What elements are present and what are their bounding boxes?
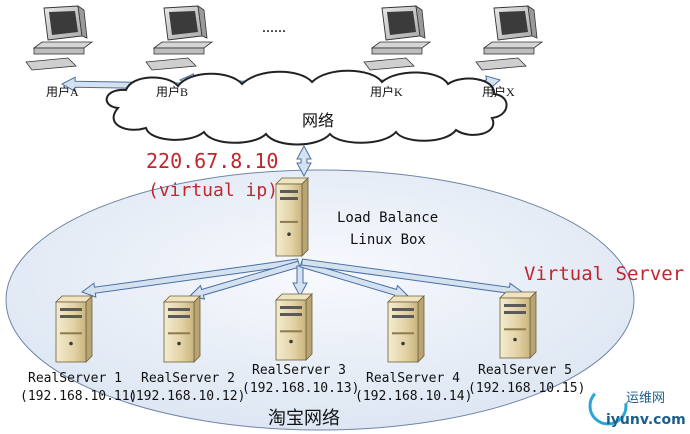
real-server-name: RealServer 5: [478, 363, 572, 378]
arrow-lb-server-3: [292, 265, 308, 298]
load-balancer-server-icon: [275, 177, 309, 257]
desktop-computer-icon: [363, 5, 432, 71]
real-server-1: RealServer 1 (192.168.10.11): [20, 295, 137, 404]
user-label: 用户X: [482, 84, 515, 99]
real-server-name: RealServer 3: [252, 363, 346, 378]
server-tower-icon: [55, 295, 93, 363]
real-server-ip: (192.168.10.13): [242, 381, 359, 396]
real-server-ip: (192.168.10.14): [355, 389, 472, 404]
real-server-4: RealServer 4 (192.168.10.14): [355, 295, 472, 404]
virtual-server-label: Virtual Server: [524, 263, 684, 285]
watermark-logo: 运维网 iyunv.com: [588, 386, 686, 428]
real-server-ip: (192.168.10.15): [468, 381, 585, 396]
real-server-5: RealServer 5 (192.168.10.15): [468, 291, 585, 396]
cluster-ellipse: [5, 169, 635, 431]
desktop-computer-icon: [475, 5, 544, 71]
user-label: 用户K: [370, 84, 403, 99]
arrow-cloud-lb: [296, 144, 312, 178]
desktop-computer-icon: [145, 5, 214, 71]
real-server-3: RealServer 3 (192.168.10.13): [242, 293, 359, 396]
user-computer-3: 用户K: [363, 5, 432, 99]
user-computer-2: 用户B: [145, 5, 214, 99]
lb-label-line1: Load Balance: [337, 210, 438, 226]
real-server-name: RealServer 2: [141, 371, 235, 386]
real-server-name: RealServer 1: [28, 371, 122, 386]
server-tower-icon: [163, 295, 201, 363]
desktop-computer-icon: [25, 5, 94, 71]
real-server-ip: (192.168.10.11): [20, 389, 137, 404]
watermark-cn: 运维网: [626, 391, 665, 406]
real-server-ip: (192.168.10.12): [128, 389, 245, 404]
user-label: 用户B: [156, 84, 188, 99]
load-balancer-tower-icon: [275, 177, 309, 257]
server-tower-icon: [275, 293, 313, 361]
vip-address: 220.67.8.10: [146, 149, 278, 173]
real-servers: RealServer 1 (192.168.10.11) RealServer 2 (…: [20, 291, 585, 404]
server-tower-icon: [387, 295, 425, 363]
network-label: 网络: [302, 111, 334, 130]
cluster-label: 淘宝网络: [268, 408, 340, 428]
user-computer-1: 用户A: [25, 5, 94, 99]
vip-note: (virtual ip): [148, 180, 278, 201]
user-computer-4: 用户X: [475, 5, 544, 99]
network-cloud: 网络: [105, 69, 508, 146]
server-tower-icon: [499, 291, 537, 359]
real-server-name: RealServer 4: [366, 371, 460, 386]
ellipsis-dots: ......: [262, 19, 286, 36]
user-clients: 用户A 用户B 用户K 用户X: [25, 5, 544, 99]
lb-label-line2: Linux Box: [350, 232, 426, 248]
arrow-lb-server-1: [80, 258, 299, 298]
real-server-2: RealServer 2 (192.168.10.12): [128, 295, 245, 404]
watermark-url: iyunv.com: [606, 412, 686, 428]
user-label: 用户A: [46, 84, 79, 99]
